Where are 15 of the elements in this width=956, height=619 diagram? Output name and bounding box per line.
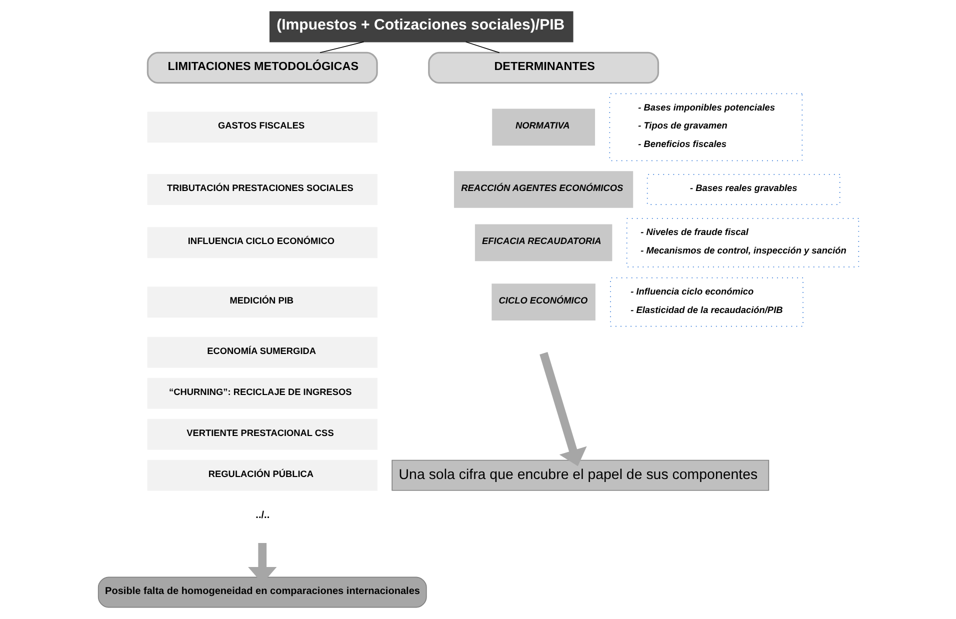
node-box: - Influencia ciclo económico - Elasticidad de la recaudación/PIB [610,277,803,327]
label: ../.. [255,510,270,522]
node-box: DETERMINANTES [428,52,659,84]
node-box: REACCIÓN AGENTES ECONÓMICOS [454,171,633,208]
node-box: - Bases imponibles potenciales - Tipos de gravamen - Beneficios fiscales [608,93,802,162]
node-box: CICLO ECONÓMICO [491,284,595,320]
node-box: Posible falta de homogeneidad en comparaciones internacionales [97,576,426,608]
node-box: - Niveles de fraude fiscal - Mecanismos de control, inspección y sanción [626,218,859,268]
node-box: Una sola cifra que encubre el papel de sus componentes [391,460,769,491]
arrow [539,352,586,466]
node-box: - Bases reales gravables [646,174,840,205]
node-box: NORMATIVA [492,108,595,146]
node-box: LIMITACIONES METODOLÓGICAS [146,52,378,84]
node-box: (Impuestos + Cotizaciones sociales)/PIB [269,11,573,42]
node-box: EFICACIA RECAUDATORIA [474,224,612,262]
